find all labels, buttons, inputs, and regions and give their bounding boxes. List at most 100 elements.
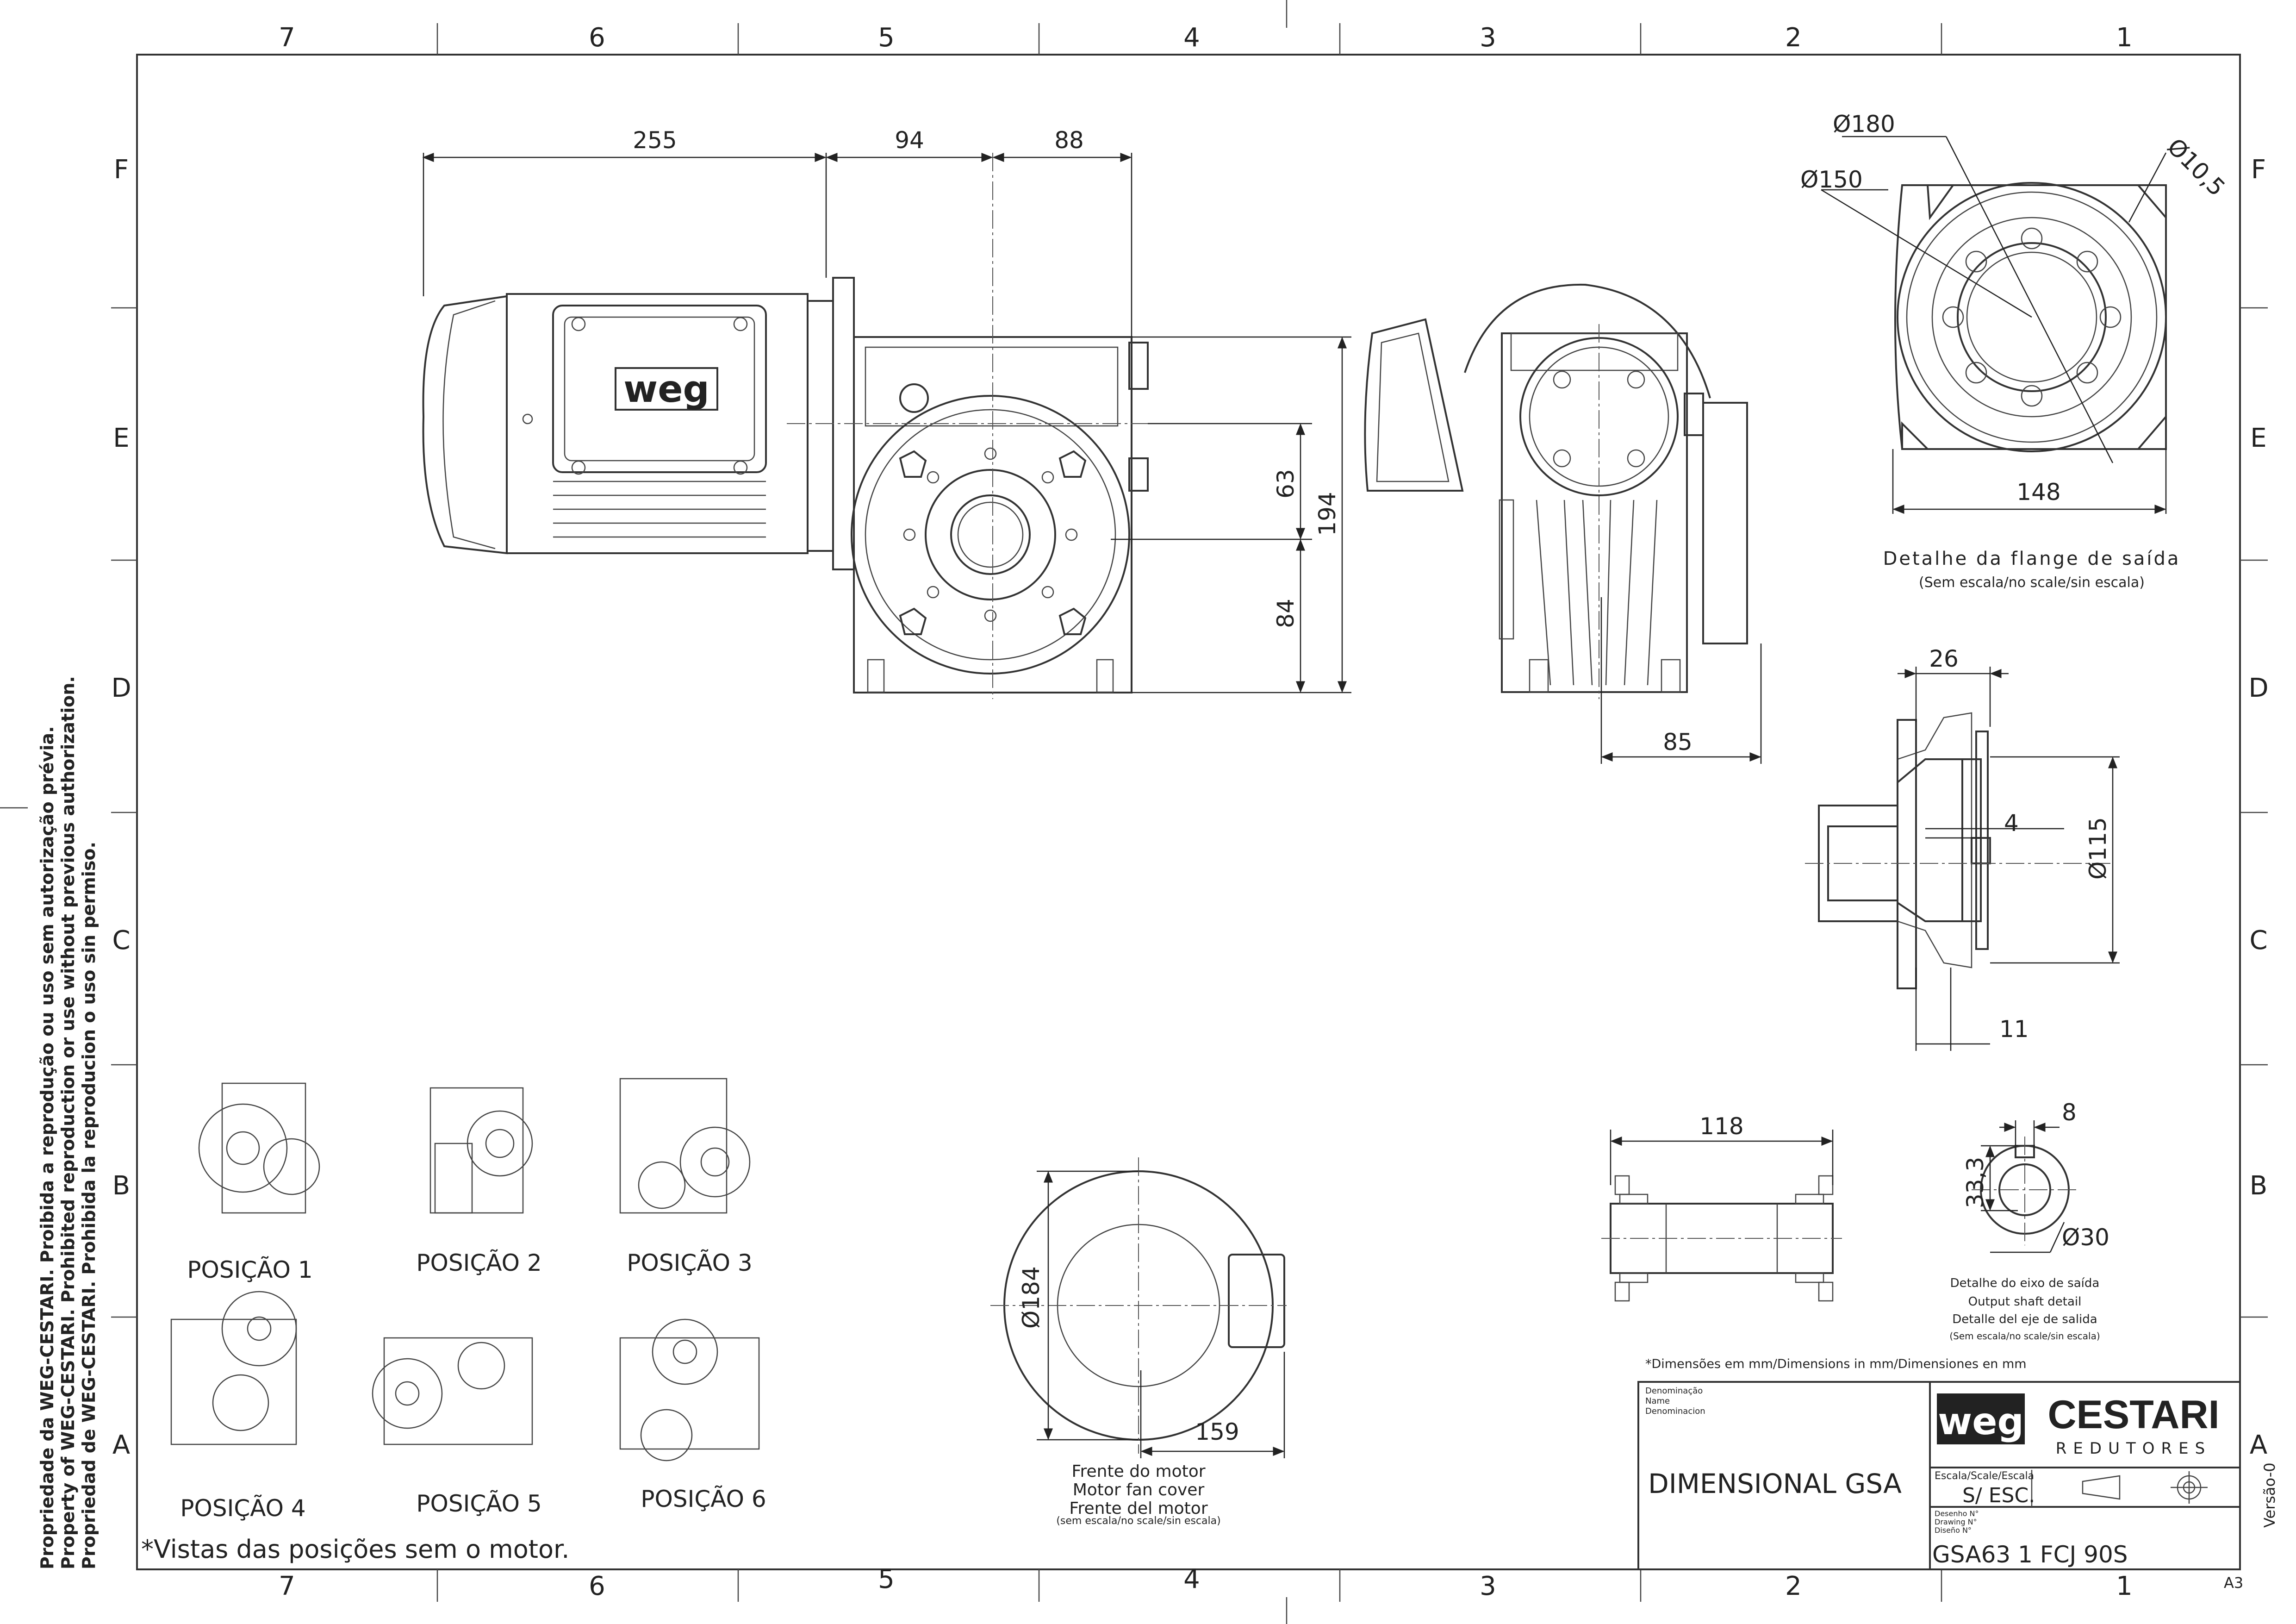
col-label-bottom: 1 (2116, 1571, 2133, 1601)
positions-note: *Vistas das posições sem o motor. (141, 1535, 569, 1564)
dimensions-note: *Dimensões em mm/Dimensions in mm/Dimens… (1645, 1357, 2027, 1371)
position-thumbnails (170, 1078, 760, 1462)
row-label-left: B (112, 1171, 130, 1201)
col-label-top: 1 (2116, 23, 2133, 53)
dim-flange-width: 148 (2016, 479, 2060, 506)
scale-value: S/ ESC. (1962, 1484, 2035, 1507)
dim-detail-26: 26 (1929, 645, 1959, 672)
name-label-pt: Denominação (1645, 1386, 1703, 1396)
row-label-left: C (112, 925, 130, 956)
brand-name: CESTARI (2047, 1393, 2219, 1437)
flange-detail-subtitle: (Sem escala/no scale/sin escala) (1919, 575, 2145, 591)
side-view (1364, 283, 1748, 699)
side-view-dimensions (1600, 597, 1762, 764)
dim-flange-d180: Ø180 (1833, 111, 1895, 137)
brand-logo: weg (1938, 1400, 2023, 1443)
fan-label-en: Motor fan cover (1073, 1480, 1205, 1499)
position-label: POSIÇÃO 1 (187, 1256, 312, 1283)
position-label: POSIÇÃO 5 (416, 1490, 541, 1517)
col-label-top: 7 (279, 23, 295, 53)
version-label: Versão-0 (2261, 1462, 2278, 1528)
position-label: POSIÇÃO 6 (641, 1486, 766, 1512)
dim-shaft-height-lower: 84 (1272, 599, 1299, 628)
col-label-bottom: 2 (1785, 1571, 1802, 1601)
bottom-view (1601, 1130, 1842, 1302)
row-label-left: D (111, 673, 131, 703)
name-label-es: Denominacion (1645, 1406, 1705, 1416)
position-1-illustration (198, 1082, 320, 1214)
row-label-left: F (114, 155, 129, 185)
shaft-detail (1972, 1120, 2078, 1253)
shaft-detail-title-es: Detalle del eje de salida (1952, 1312, 2097, 1326)
front-view: weg (422, 153, 1149, 699)
dim-flange-hole: Ø10,5 (2162, 133, 2231, 201)
fan-label-pt: Frente do motor (1071, 1462, 1205, 1481)
dim-fan-d184: Ø184 (1018, 1266, 1045, 1329)
shaft-detail-title-en: Output shaft detail (1968, 1295, 2082, 1309)
dim-detail-11: 11 (1999, 1016, 2029, 1043)
front-view-dimensions (422, 153, 1351, 693)
position-label: POSIÇÃO 2 (416, 1249, 541, 1276)
position-4-illustration (170, 1291, 297, 1445)
name-label-en: Name (1645, 1396, 1670, 1406)
col-label-top: 5 (878, 23, 895, 53)
col-label-top: 6 (589, 23, 605, 53)
col-label-bottom: 5 (878, 1564, 895, 1594)
drawing-title: DIMENSIONAL GSA (1648, 1468, 1902, 1499)
position-6-illustration (619, 1318, 760, 1462)
position-label: POSIÇÃO 3 (627, 1249, 752, 1276)
position-label: POSIÇÃO 4 (180, 1495, 305, 1522)
col-label-bottom: 7 (279, 1571, 295, 1601)
row-label-right: C (2249, 925, 2267, 956)
position-2-illustration (429, 1087, 533, 1214)
drawing-label-en: Drawing N° (1935, 1518, 1977, 1526)
shaft-detail-title-pt: Detalhe do eixo de saída (1950, 1276, 2100, 1290)
sheet-size: A3 (2224, 1574, 2243, 1592)
row-label-right: D (2248, 673, 2268, 703)
row-label-right: A (2250, 1430, 2267, 1460)
row-label-left: E (113, 423, 129, 453)
fan-label-scale: (sem escala/no scale/sin escala) (1056, 1515, 1220, 1527)
shaft-detail-scale: (Sem escala/no scale/sin escala) (1949, 1330, 2100, 1342)
dim-shaft-33: 33,3 (1962, 1157, 1989, 1208)
dim-shaft-d30: Ø30 (2062, 1224, 2109, 1251)
col-label-top: 4 (1183, 23, 1200, 53)
property-notice-pt: Propriedade da WEG-CESTARI. Proibida a r… (37, 726, 57, 1569)
scale-label: Escala/Scale/Escala (1935, 1470, 2034, 1482)
fan-cover-view (990, 1157, 1287, 1458)
dim-fan-159: 159 (1195, 1418, 1239, 1445)
title-block (1637, 1381, 2241, 1570)
fan-label-es: Frente del motor (1069, 1499, 1207, 1518)
dim-flange-offset: 94 (895, 127, 924, 154)
row-label-right: E (2250, 423, 2266, 453)
row-label-right: F (2251, 155, 2266, 185)
col-label-bottom: 4 (1183, 1564, 1200, 1594)
dim-flange-d150: Ø150 (1800, 166, 1863, 193)
col-label-bottom: 3 (1480, 1571, 1496, 1601)
dim-bottom-118: 118 (1699, 1113, 1743, 1140)
col-label-bottom: 6 (589, 1571, 605, 1601)
flange-detail (1821, 136, 2167, 514)
row-label-right: B (2250, 1171, 2267, 1201)
property-notice-es: Propriedad de WEG-CESTARI. Prohibida la … (79, 842, 99, 1569)
dim-motor-length: 255 (633, 127, 677, 154)
dim-shaft-8: 8 (2062, 1099, 2077, 1126)
col-label-top: 2 (1785, 23, 1802, 53)
drawing-label-es: Diseño N° (1935, 1526, 1972, 1535)
dim-side-depth: 85 (1663, 729, 1692, 756)
dim-detail-4: 4 (2004, 810, 2019, 837)
dim-total-height: 194 (1314, 492, 1341, 536)
dim-shaft-height-upper: 63 (1272, 469, 1299, 499)
position-5-illustration (372, 1337, 533, 1445)
flange-detail-title: Detalhe da flange de saída (1883, 548, 2181, 569)
col-label-top: 3 (1480, 23, 1496, 53)
drawing-label-pt: Desenho N° (1935, 1509, 1979, 1518)
motor-weg-logo: weg (623, 368, 709, 411)
section-detail (1805, 667, 2120, 1051)
brand-sub: REDUTORES (2056, 1439, 2211, 1458)
row-label-left: A (112, 1430, 130, 1460)
property-notice-en: Property of WEG-CESTARI. Prohibited repr… (58, 676, 78, 1569)
position-3-illustration (619, 1078, 751, 1214)
